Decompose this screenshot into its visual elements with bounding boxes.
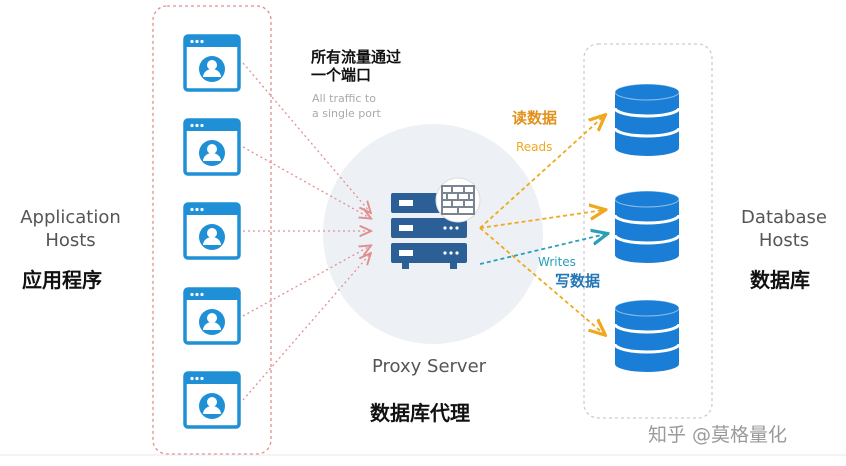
writes-en-label: Writes [538,255,576,269]
database-icon [613,298,681,374]
database-icon [613,82,681,158]
reads-arrows [479,116,604,334]
traffic-arrows [242,62,370,401]
firewall-icon [435,177,481,223]
app-host-icon [183,287,241,345]
traffic-en-line1: All traffic to [312,92,376,105]
traffic-cn-note: 所有流量通过 一个端口 [311,48,401,84]
app-hosts-cn-label: 应用程序 [22,268,102,292]
app-host-icon [183,118,241,176]
db-hosts-label-line1: Database [741,207,827,228]
traffic-cn-line2: 一个端口 [311,66,372,84]
reads-cn-label: 读数据 [512,109,558,127]
traffic-en-note: All traffic to a single port [312,91,381,121]
reads-en-label: Reads [516,140,553,154]
app-hosts-container [152,5,272,455]
traffic-en-line2: a single port [312,107,381,120]
writes-cn-label: 写数据 [555,272,601,290]
proxy-server-label: Proxy Server [372,356,487,377]
app-hosts-label-line2: Hosts [45,230,96,251]
db-hosts-cn-label: 数据库 [750,268,810,292]
traffic-cn-line1: 所有流量通过 [311,48,402,66]
db-hosts-container [583,43,713,419]
db-hosts-label: Database Hosts [722,206,846,252]
database-icon [613,189,681,265]
writes-arrow [479,234,606,265]
app-host-icon [183,34,241,92]
app-hosts-label: Application Hosts [8,206,133,252]
app-host-icon [183,202,241,260]
db-hosts-label-line2: Hosts [758,230,810,251]
proxy-server-cn-label: 数据库代理 [370,401,470,425]
app-hosts-label-line1: Application [20,207,121,228]
app-host-icon [183,371,241,429]
watermark-text: 知乎 @莫格量化 [648,424,788,446]
